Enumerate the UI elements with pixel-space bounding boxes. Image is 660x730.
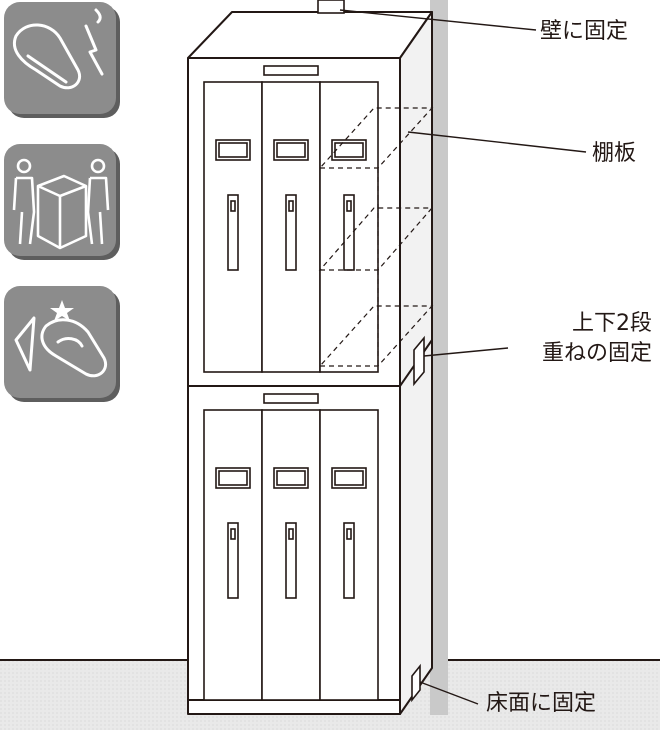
leader-shelf (407, 131, 587, 153)
floor-fix-label: 床面に固定 (486, 691, 597, 716)
cabinet-top (187, 11, 433, 59)
wall-fix-label: 壁に固定 (540, 19, 629, 44)
upper-unit-handle (263, 65, 319, 76)
leader-lines (339, 9, 587, 705)
stack-fix-bracket (413, 335, 425, 387)
finger-pinch-icon (4, 2, 120, 118)
stack-fix-label-line2: 重ねの固定 (541, 341, 652, 366)
shelf-board-3 (318, 305, 434, 367)
leader-floor-fix (419, 681, 479, 705)
upper-doors (203, 81, 379, 373)
finger-impact-icon (4, 286, 120, 402)
shelf-boards (318, 107, 434, 367)
lower-doors (203, 409, 379, 701)
upper-door-handle-middle (285, 194, 297, 271)
fixing-brackets (317, 0, 425, 703)
wall-fix-bracket (317, 0, 345, 14)
leader-stack-fix (423, 347, 509, 357)
shelf-board-2 (318, 207, 434, 271)
leader-wall-fix (339, 9, 537, 31)
lower-door-handle-middle (285, 522, 297, 599)
wall-shadow (430, 0, 448, 715)
shelf-board-1 (318, 107, 434, 169)
floor-fix-bracket (411, 663, 421, 703)
lower-door-handle-right (343, 522, 355, 599)
upper-door-handle-left (227, 194, 239, 271)
lower-door-handle-left (227, 522, 239, 599)
stack-fix-label-line1: 上下2段 (572, 311, 652, 336)
two-person-carry-icon (4, 144, 120, 260)
lower-unit-handle (263, 393, 319, 404)
shelf-board-label: 棚板 (592, 141, 637, 166)
